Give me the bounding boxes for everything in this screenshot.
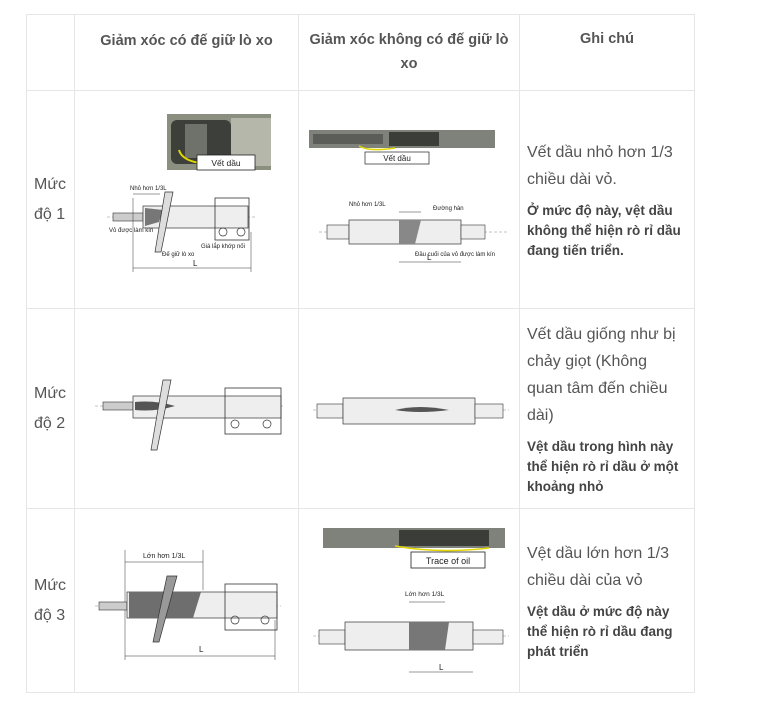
less-than-third-label-1: Nhỏ hơn 1/3L — [130, 185, 167, 192]
header-row: Giảm xóc có đế giữ lò xo Giảm xóc không … — [26, 14, 695, 91]
mount-bracket-label: Giá lắp khớp nối — [201, 243, 245, 250]
length-label-1b: L — [427, 253, 432, 262]
header-with-seat: Giảm xóc có đế giữ lò xo — [74, 14, 299, 91]
header-notes: Ghi chú — [519, 14, 695, 91]
level-2-note: Vết dầu giống như bị chảy giọt (Không qu… — [527, 325, 676, 424]
length-label-3b: L — [439, 663, 444, 672]
level-1-with-seat-image: Vết dầu Nhỏ hơn 1/3L Vỏ được làm kín Đế … — [74, 90, 299, 309]
header-without-seat: Giảm xóc không có đế giữ lò xo — [298, 14, 520, 91]
level-2-without-seat-image — [298, 308, 520, 509]
less-than-third-label-2: Nhỏ hơn 1/3L — [349, 201, 386, 208]
table-row-level-3: Mức độ 3 Lớn hơn 1/3L L — [26, 508, 695, 693]
level-3-without-seat-image: Trace of oil Lớn hơn 1/3L L — [298, 508, 520, 693]
level-2-with-seat-image — [74, 308, 299, 509]
greater-than-third-label-1: Lớn hơn 1/3L — [143, 553, 185, 560]
trace-of-oil-label: Trace of oil — [426, 556, 470, 566]
photo-oil-trace-label: Vết dầu — [211, 158, 241, 168]
header-without-seat-text: Giảm xóc không có đế giữ lò xo — [309, 31, 509, 72]
level-2-cell: Mức độ 2 — [26, 308, 75, 509]
level-3-note-cell: Vệt dầu lớn hơn 1/3 chiều dài của vỏ Vệt… — [519, 508, 695, 693]
sealed-end-label: Đầu cuối của vỏ được làm kín — [415, 251, 495, 258]
shock-with-seat-level-2-diagram — [95, 379, 285, 450]
shock-with-seat-level-3-diagram: Lớn hơn 1/3L L — [95, 549, 281, 660]
length-label-1a: L — [193, 259, 198, 268]
weld-label: Đường hàn — [433, 206, 464, 212]
level-2-note-bold: Vệt dầu trong hình này thể hiện rò rỉ dầ… — [527, 438, 679, 494]
level-1-cell: Mức độ 1 — [26, 90, 75, 309]
level-1-note: Vết dầu nhỏ hơn 1/3 chiều dài vỏ. — [527, 143, 673, 188]
shock-without-seat-level-1-diagram: Vết dầu Nhỏ hơn 1/3L Đường hàn Đầu cuối … — [309, 129, 509, 262]
header-level — [26, 14, 75, 91]
level-3-cell: Mức độ 3 — [26, 508, 75, 693]
oil-leak-table: Giảm xóc có đế giữ lò xo Giảm xóc không … — [26, 14, 695, 693]
table-row-level-2: Mức độ 2 Vết dầu giống n — [26, 308, 695, 509]
level-1-note-cell: Vết dầu nhỏ hơn 1/3 chiều dài vỏ. Ở mức … — [519, 90, 695, 309]
length-label-3a: L — [199, 645, 204, 654]
spring-seat-label: Đế giữ lò xo — [162, 252, 195, 258]
level-3-note: Vệt dầu lớn hơn 1/3 chiều dài của vỏ — [527, 544, 669, 589]
level-3-with-seat-image: Lớn hơn 1/3L L — [74, 508, 299, 693]
table-row-level-1: Mức độ 1 Vết dầu — [26, 90, 695, 309]
photo-oil-trace-label-2: Vết dầu — [383, 154, 411, 163]
level-3-note-bold: Vệt dầu ở mức độ này thể hiện rò rỉ dầu … — [527, 603, 673, 659]
header-notes-text: Ghi chú — [580, 30, 634, 47]
greater-than-third-label-2: Lớn hơn 1/3L — [405, 591, 445, 598]
shock-with-seat-level-1-diagram: Vết dầu Nhỏ hơn 1/3L Vỏ được làm kín Đế … — [107, 113, 271, 272]
header-with-seat-text: Giảm xóc có đế giữ lò xo — [100, 32, 273, 49]
level-1-note-bold: Ở mức độ này, vệt dầu không thể hiện rò … — [527, 202, 681, 258]
shock-without-seat-level-3-diagram: Trace of oil Lớn hơn 1/3L L — [313, 527, 509, 672]
shock-without-seat-level-2-diagram — [313, 397, 509, 424]
sealed-shell-label: Vỏ được làm kín — [109, 227, 153, 234]
level-2-note-cell: Vết dầu giống như bị chảy giọt (Không qu… — [519, 308, 695, 509]
level-1-without-seat-image: Vết dầu Nhỏ hơn 1/3L Đường hàn Đầu cuối … — [298, 90, 520, 309]
